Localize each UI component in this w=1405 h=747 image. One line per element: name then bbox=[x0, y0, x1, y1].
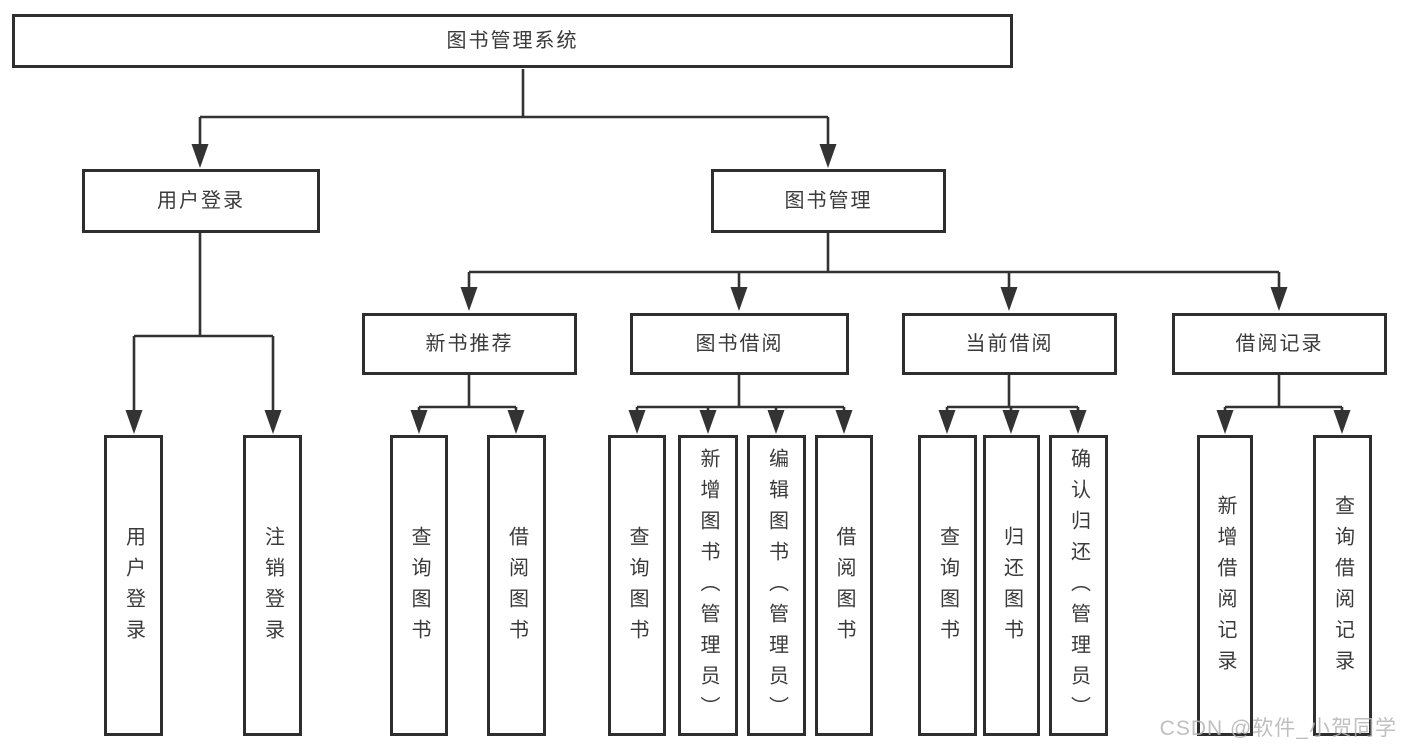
leaf-return-books: 归还图书 bbox=[983, 435, 1040, 736]
node-book-management-branch: 图书管理 bbox=[711, 169, 946, 233]
node-current-borrowing: 当前借阅 bbox=[902, 313, 1117, 375]
node-library-management-system: 图书管理系统 bbox=[12, 14, 1013, 68]
node-new-book-recommend: 新书推荐 bbox=[362, 313, 577, 375]
node-label: 新书推荐 bbox=[425, 333, 514, 355]
node-label: 图书借阅 bbox=[695, 333, 784, 355]
leaf-label: 借阅图书 bbox=[833, 525, 855, 650]
leaf-edit-books-admin: 编辑图书（管理员） bbox=[747, 435, 806, 736]
leaf-logout: 注销登录 bbox=[243, 435, 302, 736]
leaf-borrow-books-newbook: 借阅图书 bbox=[487, 435, 546, 736]
leaf-borrow-books-borrowing: 借阅图书 bbox=[815, 435, 873, 736]
leaf-query-books-newbook: 查询图书 bbox=[390, 435, 448, 736]
node-label: 当前借阅 bbox=[965, 333, 1054, 355]
leaf-label: 新增图书（管理员） bbox=[697, 448, 719, 727]
leaf-label: 注销登录 bbox=[261, 525, 284, 650]
node-label: 图书管理 bbox=[784, 190, 873, 212]
leaf-label: 归还图书 bbox=[1000, 525, 1023, 650]
leaf-confirm-return-admin: 确认归还（管理员） bbox=[1049, 435, 1108, 736]
node-borrowing-records: 借阅记录 bbox=[1172, 313, 1387, 375]
leaf-label: 借阅图书 bbox=[505, 525, 528, 650]
leaf-user-login: 用户登录 bbox=[104, 435, 163, 736]
leaf-add-books-admin: 新增图书（管理员） bbox=[678, 435, 738, 736]
csdn-watermark: CSDN @软件_小贺同学 bbox=[1159, 717, 1397, 740]
leaf-label: 查询借阅记录 bbox=[1331, 494, 1354, 681]
leaf-label: 查询图书 bbox=[626, 525, 648, 650]
leaf-label: 新增借阅记录 bbox=[1214, 494, 1236, 681]
node-book-borrowing: 图书借阅 bbox=[630, 313, 849, 375]
node-user-login-branch: 用户登录 bbox=[82, 169, 320, 233]
node-label: 借阅记录 bbox=[1235, 333, 1324, 355]
leaf-query-books-borrowing: 查询图书 bbox=[608, 435, 666, 736]
leaf-label: 编辑图书（管理员） bbox=[765, 448, 788, 727]
node-label: 用户登录 bbox=[157, 190, 245, 212]
leaf-query-books-current: 查询图书 bbox=[918, 435, 977, 736]
leaf-label: 用户登录 bbox=[122, 525, 145, 650]
leaf-label: 查询图书 bbox=[936, 525, 959, 650]
leaf-add-borrow-record: 新增借阅记录 bbox=[1197, 435, 1253, 736]
leaf-label: 确认归还（管理员） bbox=[1067, 448, 1090, 727]
node-label: 图书管理系统 bbox=[446, 30, 579, 52]
leaf-query-borrow-record: 查询借阅记录 bbox=[1313, 435, 1372, 736]
leaf-label: 查询图书 bbox=[408, 525, 430, 650]
